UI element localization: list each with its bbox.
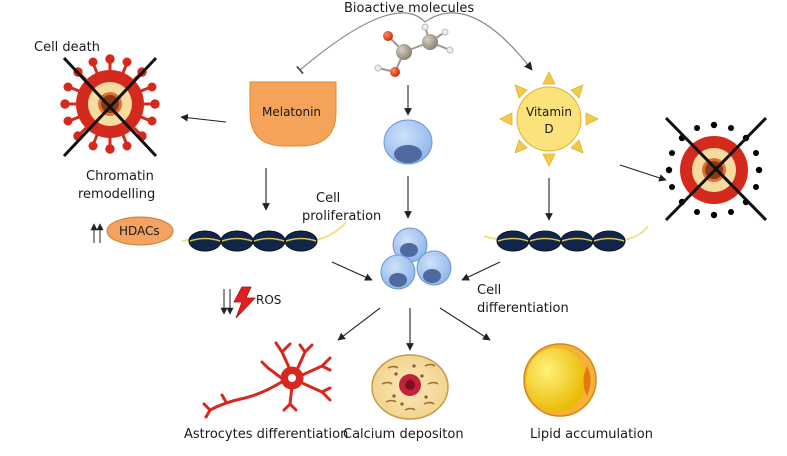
label-vitamin-d: D (544, 122, 554, 136)
label-vitamin: Vitamin (526, 105, 572, 119)
lipid-droplet-icon (523, 343, 597, 417)
calcium-cell-icon (371, 354, 449, 420)
arrow-chromatin-right-to-cluster (461, 261, 501, 281)
arrow-to-lipid (439, 307, 491, 341)
title-bioactive-molecules: Bioactive molecules (344, 1, 475, 16)
vitamin-d-sun-icon (499, 71, 599, 167)
label-lipid-accumulation: Lipid accumulation (530, 427, 653, 442)
arrow-chromatin-left-to-cluster (331, 261, 373, 281)
label-chromatin-line1: Chromatin (86, 169, 154, 184)
bioactive-molecule-icon (374, 23, 454, 77)
arrow-vitamin-to-cell-death (619, 164, 667, 182)
hdacs-pill (106, 216, 174, 246)
increase-arrows-icon (90, 223, 104, 243)
label-cell-differentiation-line2: differentiation (477, 301, 569, 316)
neuron-icon (202, 341, 332, 419)
label-chromatin-line2: remodelling (78, 187, 156, 202)
arrow-to-melatonin (296, 12, 426, 75)
label-melatonin: Melatonin (262, 105, 322, 119)
label-ros: ROS (256, 293, 282, 307)
stem-cell-icon (383, 119, 433, 165)
label-hdacs: HDACs (119, 224, 160, 238)
label-cell-differentiation-line1: Cell (477, 283, 502, 298)
dead-cell-left-icon (60, 54, 160, 158)
chromatin-left-icon (181, 221, 347, 252)
label-cell-proliferation-line2: proliferation (302, 209, 382, 224)
arrow-to-astrocytes (337, 307, 381, 341)
melatonin-shape (249, 81, 337, 147)
label-cell-death: Cell death (34, 40, 100, 55)
label-calcium-deposition: Calcium depositon (343, 427, 464, 442)
chromatin-right-icon (483, 225, 649, 252)
dead-cell-right-icon (664, 116, 768, 222)
arrow-to-vitamin-d (424, 12, 533, 71)
label-astrocytes-differentiation: Astrocytes differentiation (184, 427, 349, 442)
label-cell-proliferation-line1: Cell (316, 191, 341, 206)
ros-lightning-icon (233, 286, 256, 319)
proliferating-cells-icon (380, 227, 452, 290)
decrease-arrows-icon (220, 289, 234, 315)
arrow-melatonin-to-cell-death (180, 113, 227, 123)
